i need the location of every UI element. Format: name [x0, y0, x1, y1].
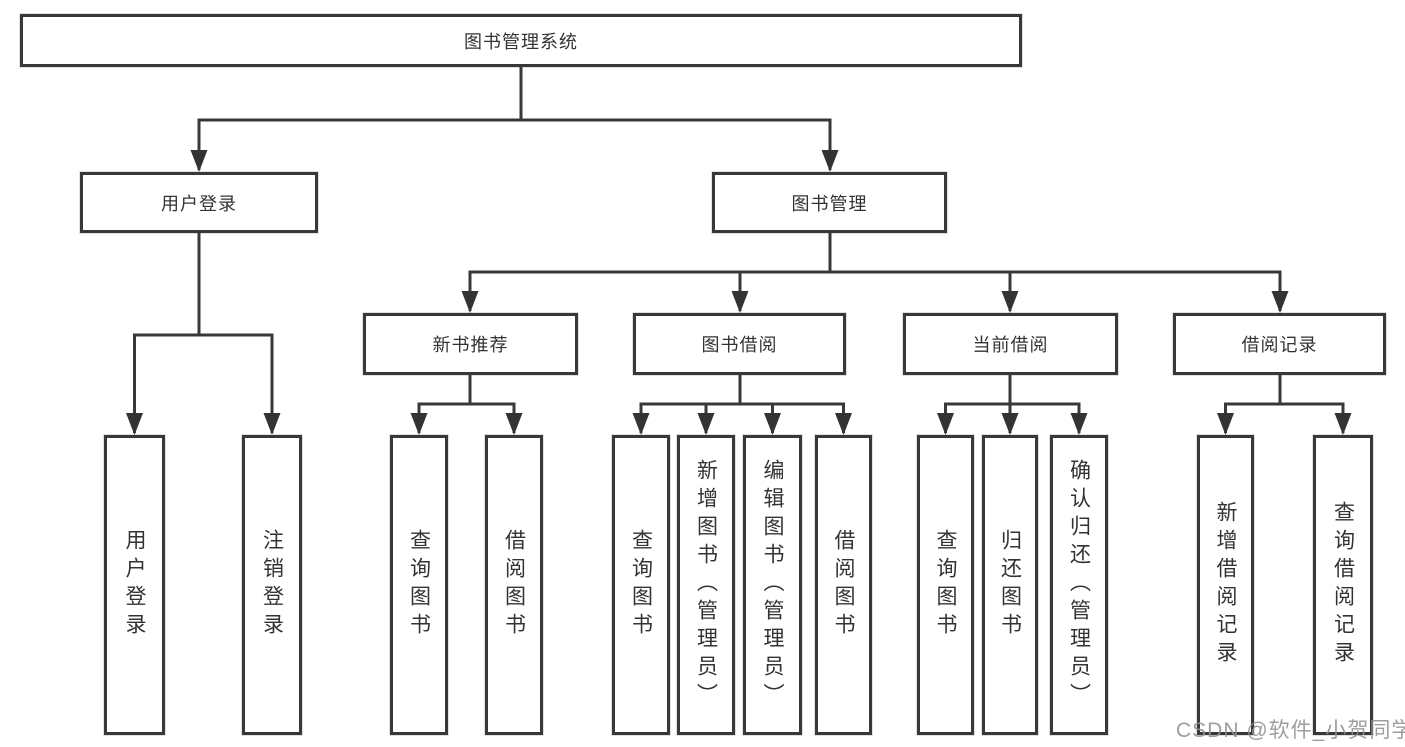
node-label: 用户登录: [161, 193, 237, 214]
csdn-watermark: CSDN @软件_小贺同学: [1176, 719, 1405, 742]
node-label: 新增借阅记录: [1214, 501, 1237, 669]
node-leaf-query-borrow-record: 查询借阅记录: [1313, 435, 1373, 735]
node-leaf-logout: 注销登录: [242, 435, 302, 735]
connector-current-borrow-children: [937, 375, 1088, 435]
node-label: 新书推荐: [432, 335, 509, 355]
node-label: 图书管理系统: [464, 31, 578, 52]
node-leaf-user-login: 用户登录: [104, 435, 165, 735]
node-root-system: 图书管理系统: [20, 14, 1022, 67]
node-book-borrow: 图书借阅: [633, 313, 846, 375]
node-leaf-return-books: 归还图书: [982, 435, 1038, 735]
node-label: 用户登录: [123, 529, 146, 641]
node-label: 新增图书（管理员）: [694, 459, 718, 711]
node-label: 查询图书: [407, 529, 431, 641]
node-book-management: 图书管理: [712, 172, 947, 233]
node-leaf-borrow-books-2: 借阅图书: [815, 435, 872, 735]
connector-root-to-level2: [190, 67, 839, 172]
node-label: 图书管理: [791, 193, 868, 214]
node-leaf-edit-books-admin: 编辑图书（管理员）: [743, 435, 802, 735]
node-label: 借阅记录: [1241, 335, 1318, 355]
node-leaf-query-books-2: 查询图书: [612, 435, 670, 735]
node-label: 注销登录: [260, 529, 284, 641]
node-user-login: 用户登录: [80, 172, 318, 233]
connector-book-mgmt-to-level3: [461, 233, 1289, 313]
node-new-book-recommend: 新书推荐: [363, 313, 578, 375]
node-leaf-confirm-return-admin: 确认归还（管理员）: [1050, 435, 1108, 735]
node-label: 确认归还（管理员）: [1067, 459, 1091, 711]
node-label: 借阅图书: [502, 529, 526, 641]
node-label: 归还图书: [998, 529, 1022, 641]
connector-user-login-children: [126, 233, 281, 435]
node-current-borrow: 当前借阅: [903, 313, 1118, 375]
connector-borrow-record-children: [1217, 375, 1352, 435]
connector-new-book-children: [410, 375, 523, 435]
node-label: 查询图书: [629, 529, 653, 641]
node-label: 编辑图书（管理员）: [761, 459, 784, 711]
node-leaf-add-books-admin: 新增图书（管理员）: [677, 435, 735, 735]
node-label: 查询图书: [934, 529, 957, 641]
node-leaf-borrow-books-1: 借阅图书: [485, 435, 543, 735]
node-leaf-query-books-3: 查询图书: [917, 435, 974, 735]
node-label: 借阅图书: [832, 529, 855, 641]
node-borrow-records: 借阅记录: [1173, 313, 1386, 375]
node-label: 图书借阅: [701, 335, 778, 355]
connector-book-borrow-children: [632, 375, 852, 435]
node-label: 查询借阅记录: [1331, 501, 1355, 669]
node-leaf-query-books-1: 查询图书: [390, 435, 448, 735]
node-leaf-add-borrow-record: 新增借阅记录: [1197, 435, 1254, 735]
node-label: 当前借阅: [972, 335, 1049, 355]
